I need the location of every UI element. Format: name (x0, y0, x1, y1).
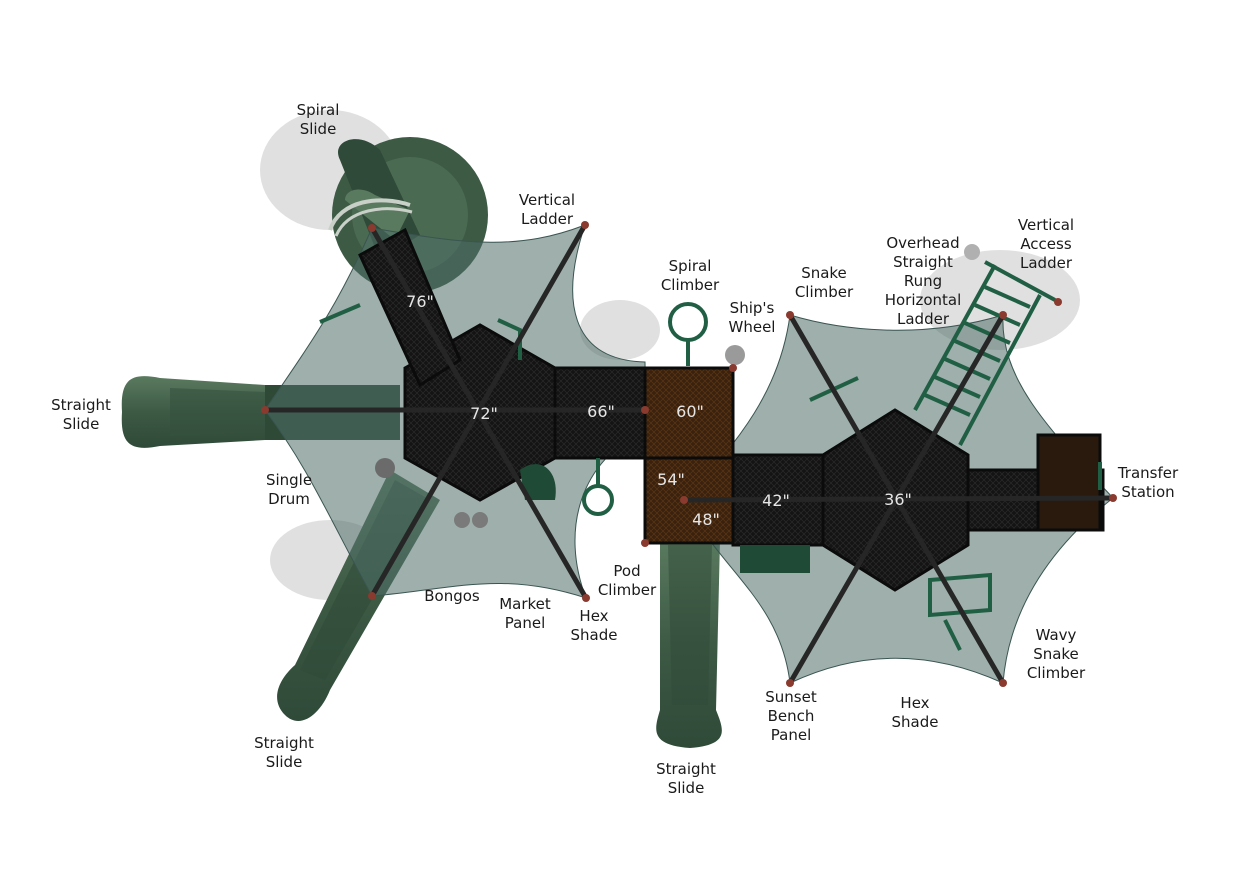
spiral-slide-rail (319, 303, 361, 324)
small-panels (375, 244, 980, 528)
wavy-snake-climber (928, 572, 992, 651)
spiral-climber (668, 302, 708, 342)
vertical-ladder-rail (497, 318, 522, 360)
overhead-ladder-rails (913, 264, 1042, 446)
bongo-2 (472, 512, 488, 528)
straight-slide-bottom-center (656, 540, 722, 748)
height-48: 48" (692, 510, 720, 529)
height-42: 42" (762, 491, 790, 510)
label-bongos: Bongos (424, 587, 480, 605)
single-drum (375, 458, 395, 478)
climbers-and-rails (319, 260, 1102, 651)
deck-heights: 76" 72" 66" 60" 54" 48" 42" 36" (406, 292, 912, 529)
pod-climber (582, 484, 614, 516)
height-60: 60" (676, 402, 704, 421)
height-66: 66" (587, 402, 615, 421)
market-panel (520, 464, 556, 500)
overhead-ladder-rungs (924, 285, 1031, 417)
shade-poles (262, 222, 1116, 686)
overhead-ladder-cap (964, 244, 980, 260)
height-54: 54" (657, 470, 685, 489)
bongo-1 (454, 512, 470, 528)
pole-caps (261, 221, 1117, 687)
height-76: 76" (406, 292, 434, 311)
vertical-access-ladder (984, 260, 1056, 302)
ships-wheel (725, 345, 745, 365)
height-72: 72" (470, 404, 498, 423)
height-36: 36" (884, 490, 912, 509)
